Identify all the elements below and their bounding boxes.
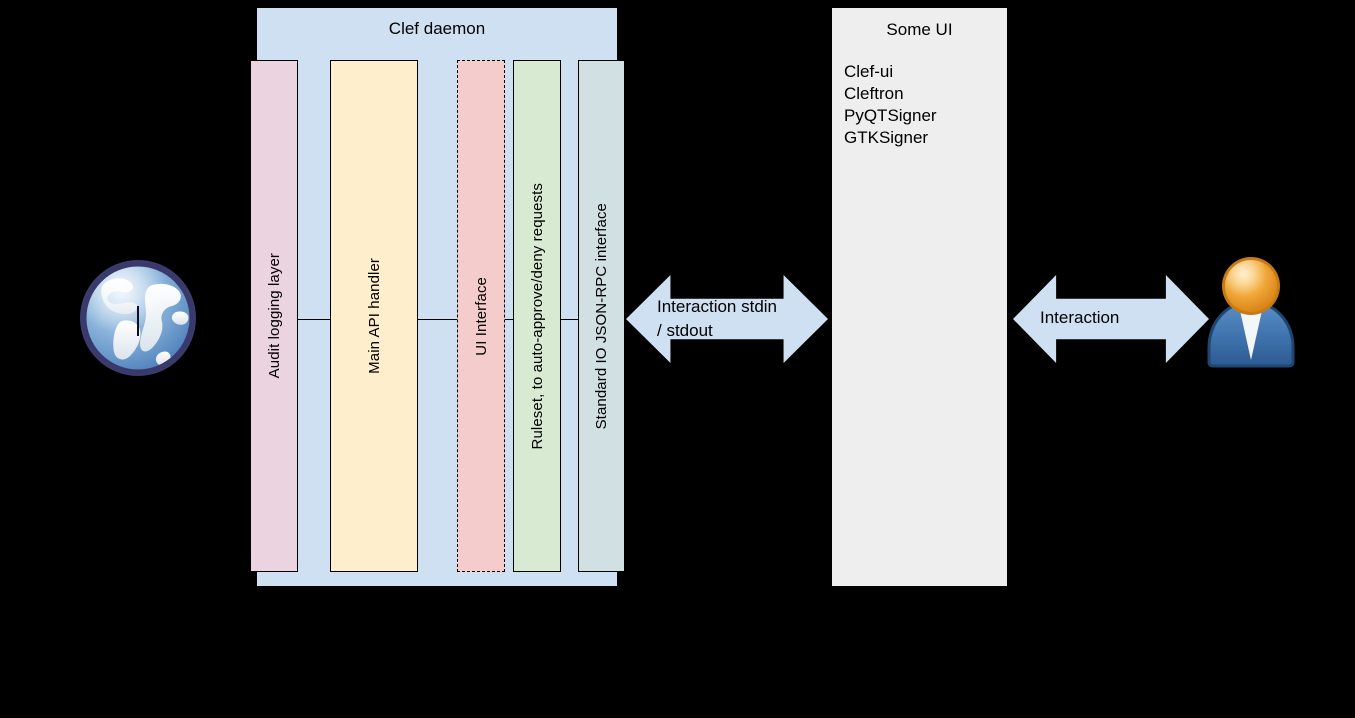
box-standard-io-json-rpc-interface[interactable]: Standard IO JSON-RPC interface bbox=[578, 60, 625, 572]
box-ui-interface-label: UI Interface bbox=[472, 276, 490, 356]
globe-icon bbox=[76, 256, 200, 380]
stdio-arrow-label-line2: / stdout bbox=[657, 321, 713, 340]
box-audit-logging-layer-label: Audit logging layer bbox=[265, 253, 283, 379]
stdio-arrow-label: Interaction stdin / stdout bbox=[657, 295, 832, 343]
box-ui-interface[interactable]: UI Interface bbox=[457, 60, 505, 572]
list-item: Clef-ui bbox=[844, 62, 894, 81]
clef-daemon-container bbox=[257, 8, 617, 586]
box-audit-logging-layer[interactable]: Audit logging layer bbox=[250, 60, 298, 572]
user-icon bbox=[1203, 256, 1299, 368]
list-item: PyQTSigner bbox=[844, 106, 937, 125]
interaction-arrow-label: Interaction bbox=[1040, 306, 1200, 330]
stdio-arrow-label-line1: Interaction stdin bbox=[657, 297, 778, 316]
interaction-arrow-label-line1: Interaction bbox=[1040, 308, 1120, 327]
list-item: Cleftron bbox=[844, 84, 904, 103]
some-ui-panel-title: Some UI bbox=[886, 20, 953, 39]
list-item: GTKSigner bbox=[844, 128, 929, 147]
box-standard-io-json-rpc-interface-label: Standard IO JSON-RPC interface bbox=[593, 202, 610, 430]
box-main-api-handler-label: Main API handler bbox=[365, 258, 383, 374]
box-ruleset-label: Ruleset, to auto-approve/deny requests bbox=[528, 182, 546, 450]
box-ruleset[interactable]: Ruleset, to auto-approve/deny requests bbox=[513, 60, 561, 572]
clef-daemon-title: Clef daemon bbox=[388, 19, 486, 38]
some-ui-panel-list: Clef-ui Cleftron PyQTSigner GTKSigner bbox=[844, 61, 937, 149]
some-ui-panel[interactable]: Some UI Clef-ui Cleftron PyQTSigner GTKS… bbox=[832, 8, 1007, 586]
box-main-api-handler[interactable]: Main API handler bbox=[330, 60, 418, 572]
